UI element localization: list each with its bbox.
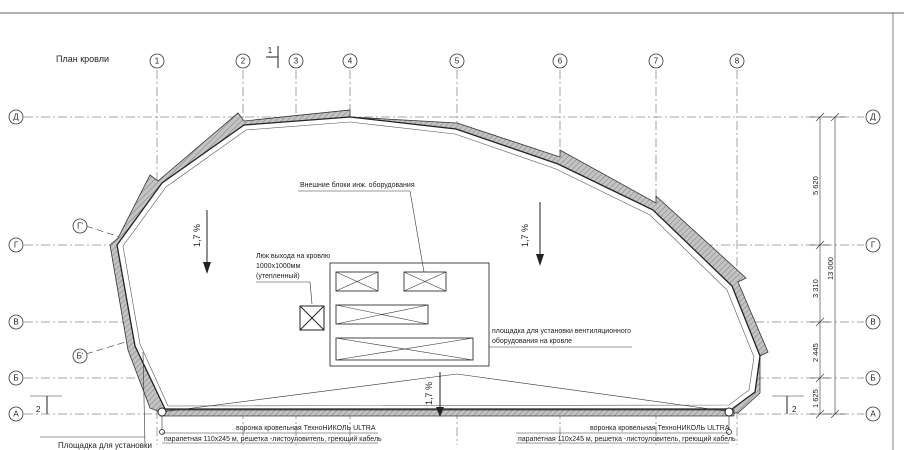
axis-bubble-v-left: В	[8, 314, 24, 330]
axis-bubble-8: 8	[729, 53, 745, 69]
axis-bubble-3: 3	[288, 53, 304, 69]
svg-text:3: 3	[294, 57, 299, 66]
axis-bubble-g-left: Г	[8, 237, 24, 253]
svg-text:А: А	[870, 410, 876, 419]
vent-platform-label-line1: площадка для установки вентиляционного	[492, 328, 631, 335]
svg-text:4: 4	[348, 57, 353, 66]
svg-text:Б: Б	[870, 374, 875, 383]
dim-5620: 5 620	[811, 176, 820, 195]
svg-text:В: В	[13, 318, 18, 327]
svg-text:Б': Б'	[77, 352, 84, 361]
axis-bubble-b-left: Б	[8, 370, 24, 386]
svg-text:1,7 %: 1,7 %	[520, 224, 530, 247]
svg-text:А: А	[13, 410, 19, 419]
svg-text:7: 7	[654, 57, 659, 66]
slope-ridge-lines	[142, 351, 733, 446]
svg-text:8: 8	[735, 57, 740, 66]
axis-bubble-g-right: Г	[865, 237, 881, 253]
platform-cut-label: Площадка для установки	[58, 441, 152, 450]
dim-overall: 13 000	[826, 257, 835, 280]
svg-text:1,7 %: 1,7 %	[424, 382, 434, 405]
drain-right-label-line2: парапетная 110х245 м, решетка -листоулов…	[518, 435, 736, 443]
svg-text:1: 1	[155, 57, 160, 66]
section-marker: 1	[266, 46, 279, 68]
axis-bubble-b-right: Б	[865, 370, 881, 386]
equipment-platform	[298, 190, 632, 367]
slope-arrow-center: 1,7 %	[520, 202, 544, 266]
roof-hatch	[256, 281, 325, 331]
drain-left-label-line2: парапетная 110х245 м, решетка -листоулов…	[164, 435, 382, 443]
slope-arrow-left: 1,7 %	[192, 210, 211, 274]
slope-arrow-bottom: 1,7 %	[424, 372, 444, 417]
svg-text:1,7 %: 1,7 %	[192, 224, 202, 247]
svg-text:Б: Б	[13, 374, 18, 383]
axis-bubble-a-left: А	[8, 406, 24, 422]
axis-bubble-4: 4	[342, 53, 358, 69]
axis-bubble-v-right: В	[865, 314, 881, 330]
svg-text:2: 2	[36, 405, 41, 414]
svg-text:Г: Г	[14, 241, 19, 250]
level-mark-right: 2	[772, 395, 804, 414]
svg-text:Г: Г	[871, 241, 876, 250]
dim-1625: 1 625	[811, 389, 820, 408]
level-mark-left: 2	[30, 395, 62, 414]
svg-text:5: 5	[455, 57, 460, 66]
roof-drain-left	[157, 407, 378, 444]
hatch-label-line3: (утепленный)	[256, 272, 300, 280]
axis-bubble-7: 7	[648, 53, 664, 69]
axis-bubble-6: 6	[552, 53, 568, 69]
dim-3310: 3 310	[811, 279, 820, 298]
outdoor-units-label: Внешние блоки инж. оборудования	[300, 181, 415, 189]
hatch-label-line2: 1000х1000мм	[256, 263, 300, 270]
axis-bubble-5: 5	[449, 53, 465, 69]
svg-text:Д: Д	[13, 113, 19, 122]
axis-bubble-d-right: Д	[865, 109, 881, 125]
svg-text:Д: Д	[870, 113, 876, 122]
dim-2445: 2 445	[811, 343, 820, 362]
dimension-chain	[810, 112, 845, 419]
vent-platform-label-line2: оборудования на кровле	[492, 337, 572, 345]
svg-text:2: 2	[792, 405, 797, 414]
svg-text:2: 2	[241, 57, 246, 66]
axis-bubble-2: 2	[235, 53, 251, 69]
svg-text:6: 6	[558, 57, 563, 66]
axis-bubble-d-left: Д	[8, 109, 24, 125]
roof-drain-right	[516, 407, 734, 444]
axis-bubble-1: 1	[149, 53, 165, 69]
drain-right-label-line1: воронка кровельная ТехноНИКОЛЬ ULTRA	[590, 425, 730, 432]
svg-text:Г': Г'	[77, 222, 83, 231]
drawing-title: План кровли	[56, 54, 109, 64]
svg-text:1: 1	[268, 46, 273, 55]
drain-left-label-line1: воронка кровельная ТехноНИКОЛЬ ULTRA	[236, 425, 376, 432]
axis-bubble-a-right: А	[865, 406, 881, 422]
svg-text:В: В	[870, 318, 875, 327]
hatch-label-line1: Люк выхода на кровлю	[256, 253, 330, 260]
